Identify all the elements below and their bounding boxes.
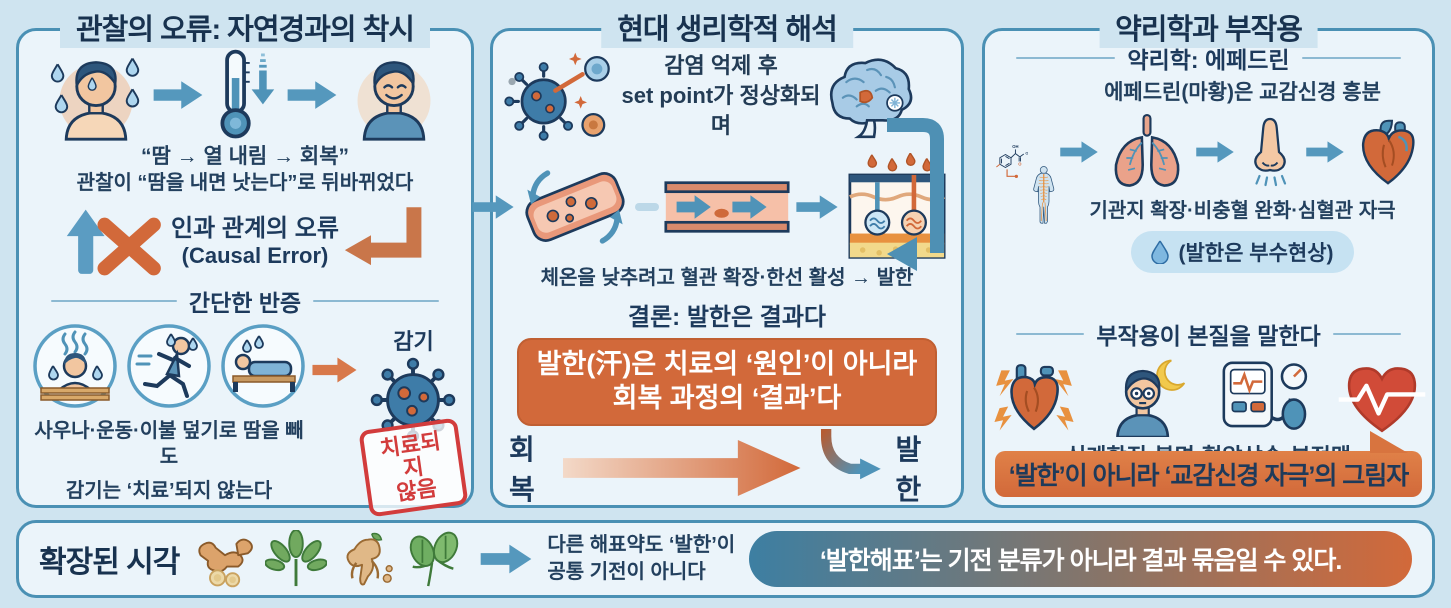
arrow-right-icon: [471, 195, 514, 219]
leaf-icon: [265, 530, 328, 587]
shadow-banner: ‘발한’이 아니라 ‘교감신경 자극’의 그림자: [995, 431, 1422, 497]
flow-caption-line1: “땀 → 열 내림 → 회복”: [140, 145, 350, 168]
heart-icon: [1361, 120, 1415, 185]
skin-sweat-gland-icon: [847, 153, 946, 259]
chem-o-label: O: [1018, 162, 1022, 167]
pharmacology-main-row: OH OH O: [985, 75, 1432, 313]
not-cured-stamp: 치료되지 않음: [358, 417, 469, 519]
arrow-right-icon: [1306, 141, 1344, 163]
sauna-icon: [33, 324, 117, 409]
setpoint-caption: 감염 억제 후 set point가 정상화되며: [621, 53, 821, 138]
ginger-icon: [198, 538, 254, 588]
arrhythmia-heart-icon: [1338, 367, 1425, 433]
pharm-right-column: 에페드린(마황)은 교감신경 흥분: [1059, 77, 1426, 313]
mint-icon: [410, 531, 459, 587]
droplet-icon: [1151, 240, 1170, 265]
arrow-right-icon: [795, 195, 838, 219]
causal-error-line1: 인과 관계의 오류: [171, 214, 339, 242]
causal-error-line2: (Causal Error): [181, 242, 329, 268]
panel-observation-error: 관찰의 오류: 자연경과의 착시: [16, 6, 474, 519]
observation-sequence-row: [48, 47, 442, 143]
side-effects-row: [991, 357, 1427, 437]
banner-notch: [1370, 431, 1408, 453]
example-circles: [33, 324, 305, 409]
panel-title: 현대 생리학적 해석: [601, 6, 853, 48]
reverse-arrow-icon: [344, 207, 422, 266]
arrow-right-icon: [312, 357, 357, 383]
sweat-side-note: (발한은 부수현상): [1178, 242, 1334, 266]
sweat-branch-arrow-icon: [820, 428, 881, 479]
vessel-dilation-icon: [524, 170, 625, 244]
panel-physiology: 현대 생리학적 해석: [471, 6, 964, 508]
refute-caption-line1: 사우나·운동·이불 덮기로 땀을 빼도: [34, 420, 304, 469]
refute-heading: 간단한 반증: [51, 284, 440, 318]
lungs-icon: [1114, 114, 1180, 188]
effects-caption: 기관지 확장·비충혈 완화·심혈관 자극: [1089, 200, 1396, 223]
arrow-right-icon: [153, 81, 203, 109]
arrow-right-icon: [1196, 141, 1234, 163]
sweating-person-icon: [50, 58, 140, 141]
bar-caption: 다른 해표약도 ‘발한’이 공통 기전이 아니다: [547, 534, 736, 583]
nose-icon: [1254, 118, 1287, 187]
bar-title: 확장된 시각: [39, 546, 180, 579]
ephedrine-caption: 에페드린(마황)은 교감신경 흥분: [1104, 81, 1381, 104]
connector-dash: [634, 203, 659, 211]
conclusion-heading: 결론: 발한은 결과다: [628, 304, 826, 331]
sweat-label: 발한: [895, 433, 922, 505]
vessel-flow-icon: [663, 181, 790, 233]
side-effects-heading: 부작용이 본질을 말한다: [1016, 317, 1400, 351]
conclusion-box: 발한(汗)은 치료의 ‘원인’이 아니라 회복 과정의 ‘결과’다: [516, 338, 938, 426]
causal-error-text: 인과 관계의 오류 (Causal Error): [171, 208, 339, 269]
virus-label: 감기: [393, 329, 434, 355]
flow-caption-line2: 관찰이 “땀을 내면 낫는다”로 뒤바뀌었다: [76, 172, 414, 195]
mechanism-caption: 체온을 낮추려고 혈관 확장·한선 활성 → 발한: [540, 267, 914, 289]
chem-oh-right-label: OH: [1025, 151, 1027, 156]
setpoint-row: 감염 억제 후 set point가 정상화되며: [493, 31, 961, 151]
blocked-causality-icon: [66, 209, 161, 276]
arrow-right-icon: [287, 81, 337, 109]
ginseng-icon: [346, 532, 394, 586]
refutation-examples: 사우나·운동·이불 덮기로 땀을 빼도 감기는 ‘치료’되지 않는다: [33, 324, 305, 504]
recovered-person-icon: [357, 61, 431, 141]
panel-title: 약리학과 부작용: [1099, 6, 1318, 48]
bed-rest-icon: [221, 324, 305, 409]
bp-monitor-icon: [1222, 361, 1307, 430]
running-icon: [127, 324, 211, 409]
bar-banner: ‘발한해표’는 기전 분류가 아니라 결과 묶음일 수 있다.: [749, 531, 1412, 587]
recovery-flow-row: 회복 발한: [493, 428, 961, 508]
body-nerves-icon: [1032, 166, 1054, 224]
palpitation-heart-icon: [993, 364, 1074, 431]
thermometer-down-icon: [220, 49, 275, 139]
mechanism-row: [471, 153, 984, 261]
brain-to-skin-arrow-icon: [887, 118, 944, 271]
recovery-label: 회복: [509, 433, 535, 505]
virus-cluster-icon: [504, 52, 610, 141]
arrow-right-icon: [1060, 141, 1098, 163]
chem-structure-icon: OH OH O: [996, 144, 1028, 178]
herb-icons: [193, 530, 465, 588]
expanded-view-bar: 확장된 시각: [16, 520, 1435, 598]
insomnia-icon: [1115, 359, 1185, 437]
organ-effect-row: [1059, 113, 1426, 191]
panel-pharmacology: 약리학과 부작용 약리학: 에페드린 OH OH O: [982, 6, 1435, 508]
arrow-right-icon: [481, 544, 532, 574]
causal-error-row: 인과 관계의 오류 (Causal Error): [63, 200, 427, 276]
brain-icon: [829, 58, 912, 139]
recovery-arrow-icon: [562, 439, 801, 496]
chem-oh-top-label: OH: [1012, 144, 1018, 149]
refutation-row: 사우나·운동·이불 덮기로 땀을 빼도 감기는 ‘치료’되지 않는다 감기: [19, 318, 471, 519]
panel-title: 관찰의 오류: 자연경과의 착시: [60, 6, 430, 48]
cold-virus-group: 감기: [358, 324, 469, 519]
pharm-heading: 약리학: 에페드린: [1016, 41, 1400, 75]
refute-caption-line2: 감기는 ‘치료’되지 않는다: [65, 480, 273, 503]
sweat-side-note-badge: (발한은 부수현상): [1131, 231, 1354, 274]
